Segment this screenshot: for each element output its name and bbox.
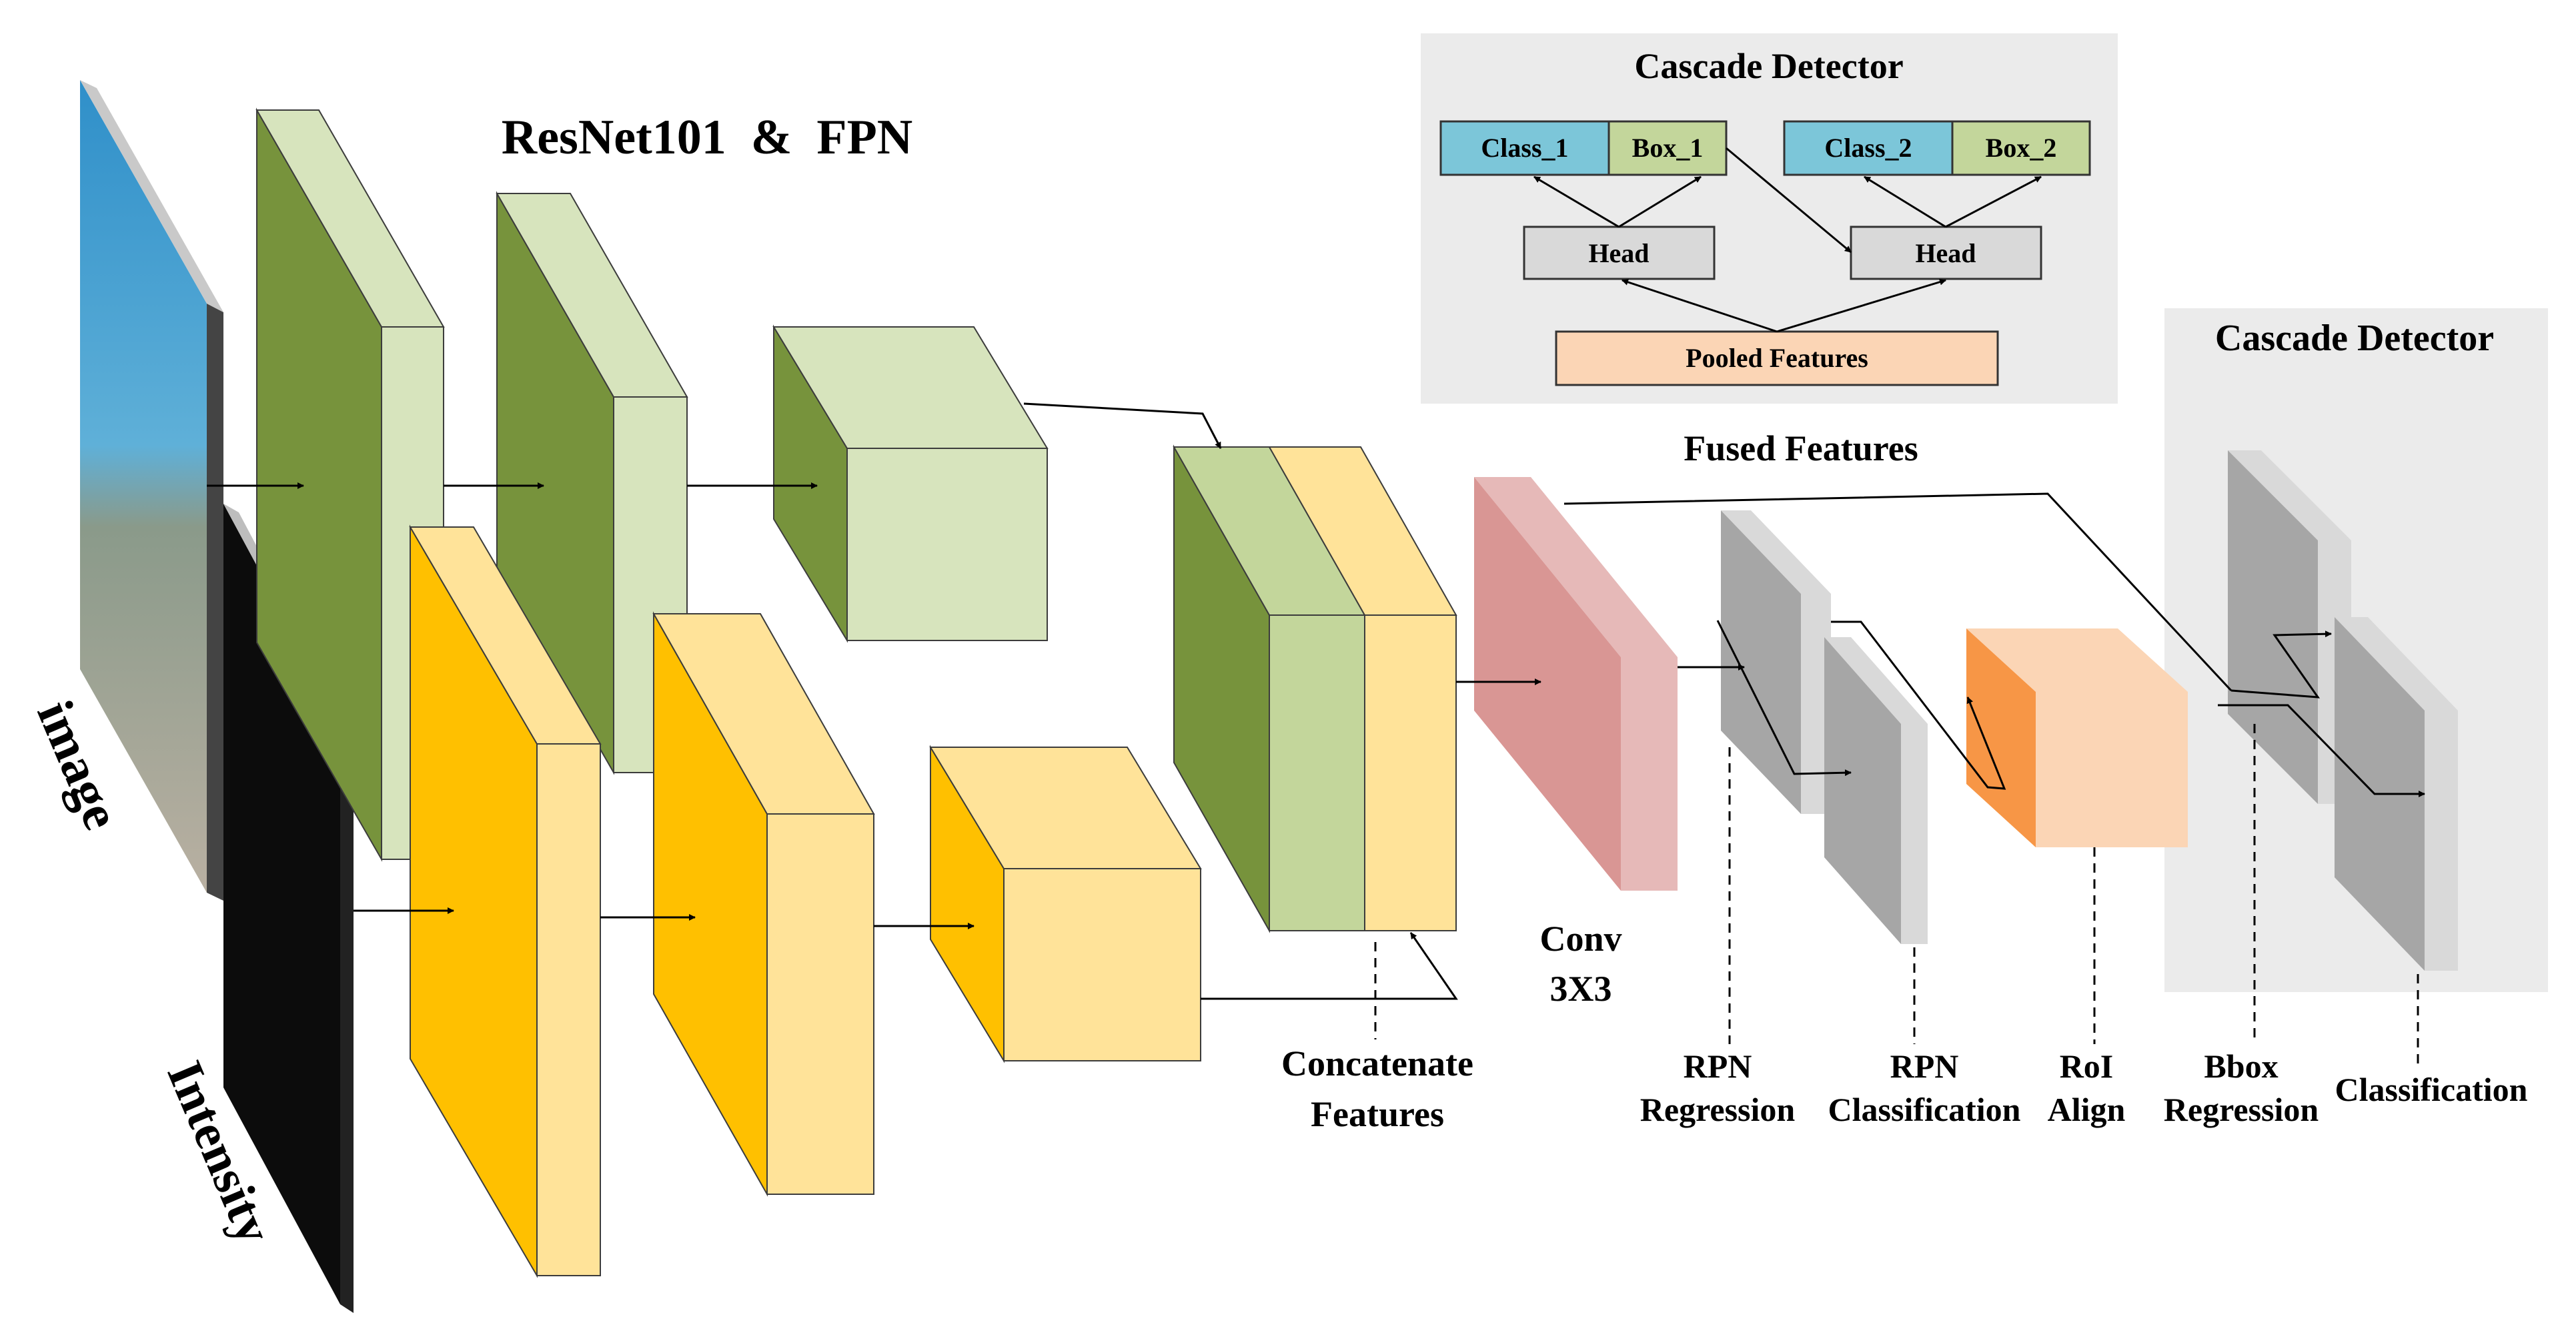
rpn-regression-block — [1721, 510, 1831, 814]
pooled-features-cell — [1555, 330, 1999, 386]
roi-align-block — [1966, 628, 2188, 847]
head-1-cell — [1523, 226, 1716, 280]
yellow-block-3 — [929, 745, 1202, 1063]
box-1-label: Box_1 — [1632, 133, 1704, 163]
concatenated-block — [1173, 444, 1457, 933]
classification-label: Classification — [2335, 1071, 2528, 1108]
inset-title: Cascade Detector — [1634, 46, 1903, 86]
rpn-regression-label-line1: RPN — [1684, 1047, 1752, 1085]
cascade-panel-title: Cascade Detector — [2215, 318, 2494, 359]
head-2-label: Head — [1915, 238, 1976, 268]
concatenate-label-line1: Concatenate — [1281, 1043, 1473, 1083]
concatenate-label-line2: Features — [1311, 1094, 1444, 1134]
bbox-regression-label-line1: Bbox — [2204, 1047, 2278, 1085]
conv-label-line2: 3X3 — [1550, 969, 1612, 1009]
rpn-classification-block — [1824, 637, 1928, 944]
fused-features-label: Fused Features — [1684, 428, 1918, 468]
roi-align-label-line2: Align — [2048, 1091, 2126, 1128]
inset-arrows — [1533, 147, 2042, 333]
head-1-label: Head — [1588, 238, 1649, 268]
class-2-label: Class_2 — [1824, 133, 1912, 163]
conv-block — [1474, 477, 1678, 891]
rpn-classification-label-line2: Classification — [1828, 1091, 2021, 1128]
pooled-features-label: Pooled Features — [1686, 343, 1868, 373]
roi-align-label-line1: RoI — [2060, 1047, 2114, 1085]
image-input — [80, 80, 223, 901]
head-2-cell — [1850, 226, 2042, 280]
class-1-cell — [1439, 120, 1610, 176]
green-block-3 — [772, 324, 1049, 643]
rpn-classification-label-line1: RPN — [1890, 1047, 1959, 1085]
yellow-block-1 — [409, 524, 602, 1278]
box-2-label: Box_2 — [1986, 133, 2057, 163]
flow-arrows — [207, 402, 2425, 1000]
box-2-cell — [1951, 120, 2091, 176]
backbone-title: ResNet101 & FPN — [502, 110, 913, 165]
label-leaders — [1728, 724, 2419, 1064]
cascade-detector-inset: Cascade Detector Class_1 Box_1 Class_2 B… — [1421, 33, 2118, 404]
conv-label-line1: Conv — [1539, 919, 1622, 959]
yellow-block-2 — [652, 611, 875, 1197]
bbox-regression-label-line2: Regression — [2164, 1091, 2319, 1128]
class-1-label: Class_1 — [1481, 133, 1568, 163]
bbox-regression-block — [2228, 450, 2351, 804]
rpn-regression-label-line2: Regression — [1640, 1091, 1796, 1128]
